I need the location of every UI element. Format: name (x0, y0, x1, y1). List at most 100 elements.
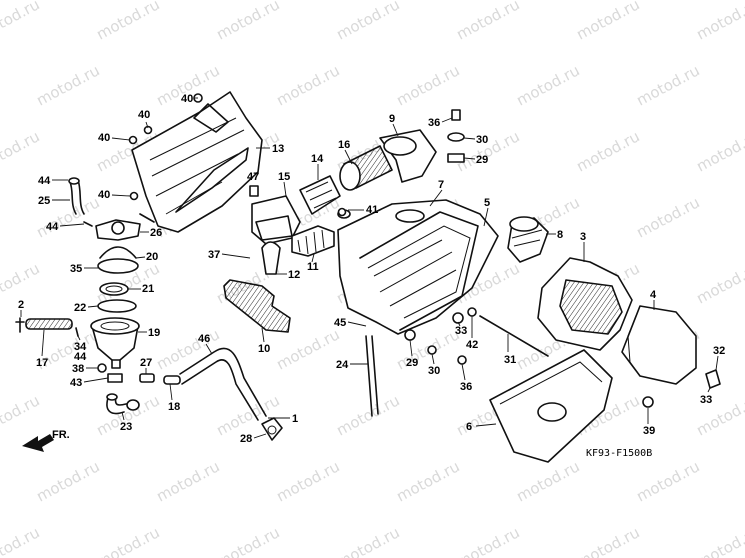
callout-13: 13 (256, 143, 284, 155)
watermark-text: motod.ru (273, 61, 342, 109)
valve-stack-part (90, 246, 140, 369)
svg-text:24: 24 (336, 359, 349, 371)
svg-text:45: 45 (334, 317, 346, 329)
svg-text:16: 16 (338, 139, 350, 151)
rods-part (365, 315, 549, 417)
long-hose-part (179, 347, 267, 421)
watermark-text: motod.ru (213, 0, 282, 44)
svg-text:10: 10 (258, 343, 270, 355)
callout-40: 40 (98, 189, 131, 201)
svg-text:21: 21 (142, 283, 154, 295)
watermark-text: motod.ru (93, 0, 162, 44)
callout-36: 36 (460, 363, 472, 393)
svg-text:18: 18 (168, 401, 180, 413)
watermark-text: motod.ru (93, 523, 162, 558)
callout-3: 3 (580, 231, 586, 262)
callout-27: 27 (140, 357, 152, 374)
watermark-text: motod.ru (573, 0, 642, 44)
callout-4: 4 (650, 289, 657, 310)
callout-34: 34 (74, 335, 87, 353)
callout-30: 30 (428, 353, 440, 377)
svg-text:1: 1 (292, 413, 298, 425)
callout-12: 12 (276, 269, 300, 281)
watermark-text: motod.ru (693, 0, 745, 44)
callout-29: 29 (406, 339, 418, 369)
svg-text:28: 28 (240, 433, 252, 445)
small-joint-part (139, 373, 181, 385)
callout-8: 8 (546, 229, 563, 241)
svg-text:40: 40 (98, 132, 110, 144)
watermark-text: motod.ru (333, 523, 402, 558)
callout-21: 21 (128, 283, 154, 295)
side-cover-part (131, 91, 263, 233)
watermark-text: motod.ru (0, 523, 43, 558)
callout-17: 17 (36, 329, 48, 369)
watermark-text: motod.ru (153, 457, 222, 505)
svg-text:14: 14 (311, 153, 324, 165)
watermark-text: motod.ru (393, 61, 462, 109)
svg-text:36: 36 (428, 117, 440, 129)
callout-1: 1 (268, 413, 298, 425)
watermark-text: motod.ru (513, 457, 582, 505)
diagram-code: KF93-F1500B (586, 448, 652, 459)
watermark-text: motod.ru (333, 0, 402, 44)
drain-tube-part (15, 317, 73, 333)
svg-text:44: 44 (38, 175, 51, 187)
callout-42: 42 (466, 316, 478, 351)
callout-18: 18 (168, 383, 180, 413)
svg-text:44: 44 (74, 351, 87, 363)
svg-text:23: 23 (120, 421, 132, 433)
svg-text:33: 33 (455, 325, 467, 337)
foam-filter-part (621, 305, 697, 385)
filter-cover-part (489, 349, 613, 463)
hose-clamp-part (261, 417, 283, 441)
svg-text:40: 40 (138, 109, 150, 121)
svg-text:26: 26 (150, 227, 162, 239)
svg-text:4: 4 (650, 289, 657, 301)
callout-46: 46 (198, 333, 213, 355)
svg-text:39: 39 (643, 425, 655, 437)
svg-text:35: 35 (70, 263, 82, 275)
callout-39: 39 (643, 408, 655, 437)
callout-44: 44 (38, 175, 68, 187)
callout-23: 23 (120, 411, 132, 433)
callout-44: 44 (46, 221, 85, 233)
svg-text:8: 8 (557, 229, 563, 241)
watermark-text: motod.ru (273, 457, 342, 505)
callout-36: 36 (428, 117, 453, 129)
svg-text:44: 44 (46, 221, 59, 233)
callout-9: 9 (389, 113, 399, 137)
connecting-tube-part (261, 225, 335, 275)
svg-text:15: 15 (278, 171, 290, 183)
watermark-text: motod.ru (573, 523, 642, 558)
svg-text:29: 29 (476, 154, 488, 166)
callouts-layer: 40 40 40 40 13 44 25 44 26 47 15 14 16 9… (18, 93, 725, 445)
callout-32: 32 (713, 345, 725, 371)
watermark-text: motod.ru (693, 259, 745, 307)
svg-text:47: 47 (247, 171, 259, 183)
svg-text:34: 34 (74, 341, 87, 353)
svg-text:6: 6 (466, 421, 472, 433)
callout-37: 37 (208, 249, 251, 261)
svg-text:41: 41 (366, 204, 378, 216)
svg-text:20: 20 (146, 251, 158, 263)
callout-6: 6 (466, 421, 497, 433)
callout-22: 22 (74, 302, 99, 314)
svg-text:2: 2 (18, 299, 24, 311)
callout-11: 11 (307, 253, 319, 273)
callout-20: 20 (135, 251, 158, 263)
element-part (299, 175, 341, 215)
svg-text:36: 36 (460, 381, 472, 393)
watermark-text: motod.ru (273, 325, 342, 373)
callout-30: 30 (463, 134, 488, 146)
callout-16: 16 (338, 139, 353, 165)
callout-31: 31 (504, 334, 516, 366)
svg-text:5: 5 (484, 197, 490, 209)
watermark-text: motod.ru (513, 61, 582, 109)
watermark-text: motod.ru (633, 457, 702, 505)
watermark-text: motod.ru (633, 193, 702, 241)
svg-text:37: 37 (208, 249, 220, 261)
callout-2: 2 (18, 299, 24, 317)
svg-text:40: 40 (98, 189, 110, 201)
